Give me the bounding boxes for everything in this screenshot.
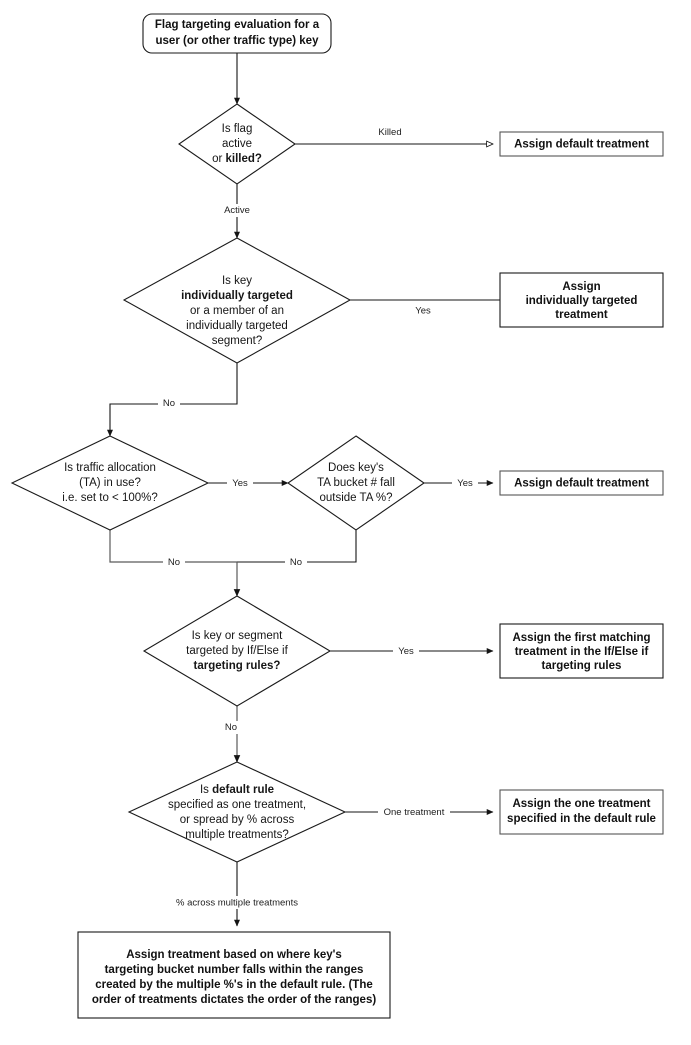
- node-assign-one-treatment[interactable]: Assign the one treatment specified in th…: [499, 789, 664, 835]
- assign-first-matching-line-3: targeting rules: [542, 660, 622, 672]
- assign-default-1-shape[interactable]: [499, 131, 664, 157]
- start-line-2: user (or other traffic type) key: [156, 35, 320, 47]
- edge-label-no-ta: No: [168, 557, 180, 568]
- decision-individually-targeted-line-3: or a member of an: [190, 305, 284, 317]
- decision-targeting-rules-line-3: targeting rules?: [194, 660, 281, 672]
- edge-label-bg: [373, 126, 409, 139]
- assign-first-matching-line-1: Assign the first matching: [512, 632, 650, 644]
- decision-ta-bucket-line-3: outside TA %?: [319, 492, 392, 504]
- edge-label-no-ta-bucket: No: [290, 557, 302, 568]
- edge-label-bg: [378, 806, 450, 819]
- edge-label-bg: [410, 304, 436, 317]
- decision-individually-targeted-shape[interactable]: [122, 237, 352, 364]
- decision-default-rule-line-3: or spread by % across: [180, 814, 295, 826]
- edge-label-bg: [452, 477, 478, 490]
- edge-label-yes-ta: Yes: [232, 478, 248, 489]
- edge-label-bg: [220, 721, 242, 734]
- node-decision-individually-targeted[interactable]: Is key individually targeted or a member…: [122, 237, 352, 364]
- node-decision-ta-bucket[interactable]: Does key's TA bucket # fall outside TA %…: [287, 435, 425, 531]
- edge-label-bg: [227, 477, 253, 490]
- assign-one-treatment-line-2: specified in the default rule: [507, 813, 656, 825]
- edge-label-bg: [220, 204, 256, 217]
- edge-label-layer: Killed Active Yes No Yes Yes No No Yes N…: [158, 126, 478, 909]
- edge-label-percent-across-multiple: % across multiple treatments: [176, 898, 298, 909]
- connector-no-traffic-allocation-merge: [109, 530, 237, 563]
- assign-by-ranges-line-1: Assign treatment based on where key's: [126, 949, 342, 961]
- decision-traffic-allocation-line-3: i.e. set to < 100%?: [62, 492, 158, 504]
- decision-individually-targeted-line-2: individually targeted: [181, 290, 293, 302]
- decision-targeting-rules-shape[interactable]: [142, 595, 332, 707]
- decision-traffic-allocation-line-2: (TA) in use?: [79, 477, 141, 489]
- node-decision-traffic-allocation[interactable]: Is traffic allocation (TA) in use? i.e. …: [10, 435, 210, 531]
- node-assign-first-matching-treatment[interactable]: Assign the first matching treatment in t…: [499, 623, 664, 679]
- edge-label-bg: [163, 556, 185, 569]
- node-assign-by-ranges[interactable]: Assign treatment based on where key's ta…: [77, 931, 391, 1019]
- edge-label-killed: Killed: [378, 127, 401, 138]
- decision-active-killed-line-2: active: [222, 138, 252, 150]
- assign-one-treatment-shape[interactable]: [499, 789, 664, 835]
- assign-first-matching-shape[interactable]: [499, 623, 664, 679]
- assign-individually-targeted-line-1: Assign: [562, 281, 600, 293]
- edge-label-no-targeting-rules: No: [225, 722, 237, 733]
- edge-label-bg: [160, 896, 315, 909]
- edge-label-no-individually: No: [163, 398, 175, 409]
- assign-default-1-label: Assign default treatment: [514, 139, 649, 151]
- node-start[interactable]: Flag targeting evaluation for a user (or…: [142, 13, 332, 54]
- decision-default-rule-line-2: specified as one treatment,: [168, 799, 306, 811]
- node-decision-active-killed[interactable]: Is flag active or killed?: [178, 103, 296, 185]
- decision-ta-bucket-shape[interactable]: [287, 435, 425, 531]
- edge-label-yes-targeting-rules: Yes: [398, 646, 414, 657]
- decision-individually-targeted-line-5: segment?: [212, 335, 263, 347]
- edge-label-active: Active: [224, 205, 250, 216]
- assign-by-ranges-line-4: order of treatments dictates the order o…: [92, 994, 377, 1006]
- decision-individually-targeted-line-1: Is key: [222, 275, 252, 287]
- decision-traffic-allocation-shape[interactable]: [10, 435, 210, 531]
- decision-default-rule-line-4: multiple treatments?: [185, 829, 289, 841]
- edge-label-yes-ta-bucket: Yes: [457, 478, 473, 489]
- assign-by-ranges-shape[interactable]: [77, 931, 391, 1019]
- edge-label-bg: [393, 645, 419, 658]
- node-assign-default-treatment-1[interactable]: Assign default treatment: [499, 131, 664, 157]
- start-shape[interactable]: [142, 13, 332, 54]
- assign-individually-targeted-line-2: individually targeted: [526, 295, 638, 307]
- edge-label-one-treatment: One treatment: [384, 807, 445, 818]
- connector-no-ta-bucket-merge: [237, 530, 357, 563]
- edge-label-bg: [158, 397, 180, 410]
- decision-active-killed-line-1: Is flag: [222, 123, 253, 135]
- node-assign-individually-targeted-treatment[interactable]: Assign individually targeted treatment: [499, 272, 664, 328]
- assign-individually-targeted-shape[interactable]: [499, 272, 664, 328]
- edge-label-bg: [285, 556, 307, 569]
- node-assign-default-treatment-2[interactable]: Assign default treatment: [499, 470, 664, 496]
- assign-by-ranges-line-3: created by the multiple %'s in the defau…: [95, 979, 373, 991]
- decision-targeting-rules-line-1: Is key or segment: [192, 630, 284, 642]
- decision-active-killed-shape[interactable]: [178, 103, 296, 185]
- node-decision-default-rule[interactable]: Is default rule specified as one treatme…: [127, 761, 347, 863]
- decision-active-killed-line-3: or killed?: [212, 153, 262, 165]
- decision-default-rule-shape[interactable]: [127, 761, 347, 863]
- assign-first-matching-line-2: treatment in the If/Else if: [515, 646, 649, 658]
- decision-traffic-allocation-line-1: Is traffic allocation: [64, 462, 156, 474]
- assign-default-2-label: Assign default treatment: [514, 478, 649, 490]
- assign-one-treatment-line-1: Assign the one treatment: [512, 798, 650, 810]
- start-line-1: Flag targeting evaluation for a: [155, 19, 320, 31]
- decision-ta-bucket-line-2: TA bucket # fall: [317, 477, 395, 489]
- decision-ta-bucket-line-1: Does key's: [328, 462, 384, 474]
- assign-by-ranges-line-2: targeting bucket number falls within the…: [105, 964, 364, 976]
- node-decision-targeting-rules[interactable]: Is key or segment targeted by If/Else if…: [142, 595, 332, 707]
- assign-individually-targeted-line-3: treatment: [555, 309, 608, 321]
- decision-individually-targeted-line-4: individually targeted: [186, 320, 288, 332]
- decision-targeting-rules-line-2: targeted by If/Else if: [186, 645, 288, 657]
- decision-default-rule-line-1: Is default rule: [200, 784, 274, 796]
- edge-label-yes-individually: Yes: [415, 306, 431, 317]
- assign-default-2-shape[interactable]: [499, 470, 664, 496]
